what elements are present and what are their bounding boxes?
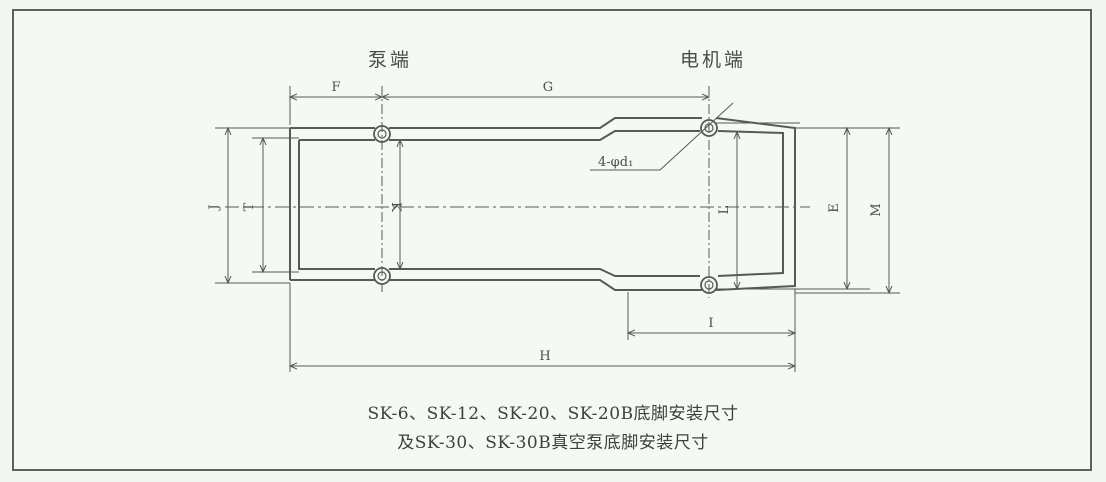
base-outer-outline [290,117,796,291]
dim-label-j: J [207,204,222,211]
hole-spec-leader [590,102,734,171]
base-inner-outline [298,130,784,277]
dim-label-t: T [242,202,257,211]
dim-label-k: K [388,202,403,212]
dim-label-f: F [331,80,340,95]
motor-end-label: 电机端 [680,49,746,71]
dim-label-l: L [717,205,732,214]
dim-label-h: H [539,349,550,364]
dim-label-i: I [708,316,713,331]
caption-line-1: SK-6、SK-12、SK-20、SK-20B底脚安装尺寸 [367,404,739,424]
dim-label-m: M [869,203,884,216]
drawing-frame [12,9,1092,471]
dim-label-g: G [543,80,553,95]
hole-spec-label: 4-φd₁ [598,155,633,170]
pump-end-label: 泵端 [368,49,412,71]
caption-line-2: 及SK-30、SK-30B真空泵底脚安装尺寸 [397,433,709,453]
dim-label-e: E [827,203,842,213]
